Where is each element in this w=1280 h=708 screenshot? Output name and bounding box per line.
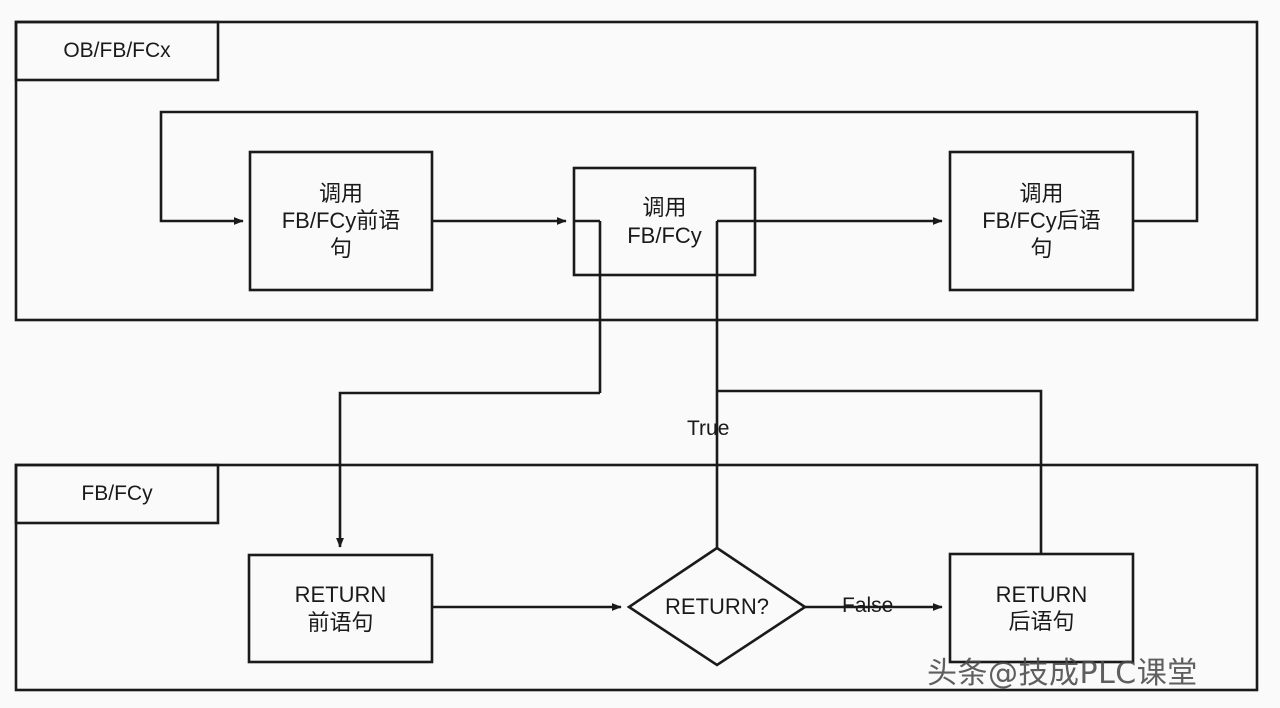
container-ob-fb-fcx [14, 20, 1259, 322]
edge-return-after-to-true-join [717, 389, 1043, 554]
container-fb-fcy [14, 463, 1259, 692]
node-return-before-box[interactable] [247, 553, 434, 664]
node-call-after-box[interactable] [948, 150, 1135, 292]
node-decision-diamond[interactable] [626, 546, 808, 667]
node-call-before-box[interactable] [248, 150, 434, 292]
edge-feedback-loop [159, 110, 1199, 225]
node-return-after-box[interactable] [948, 552, 1135, 664]
edge-call-to-return-before [336, 391, 600, 548]
